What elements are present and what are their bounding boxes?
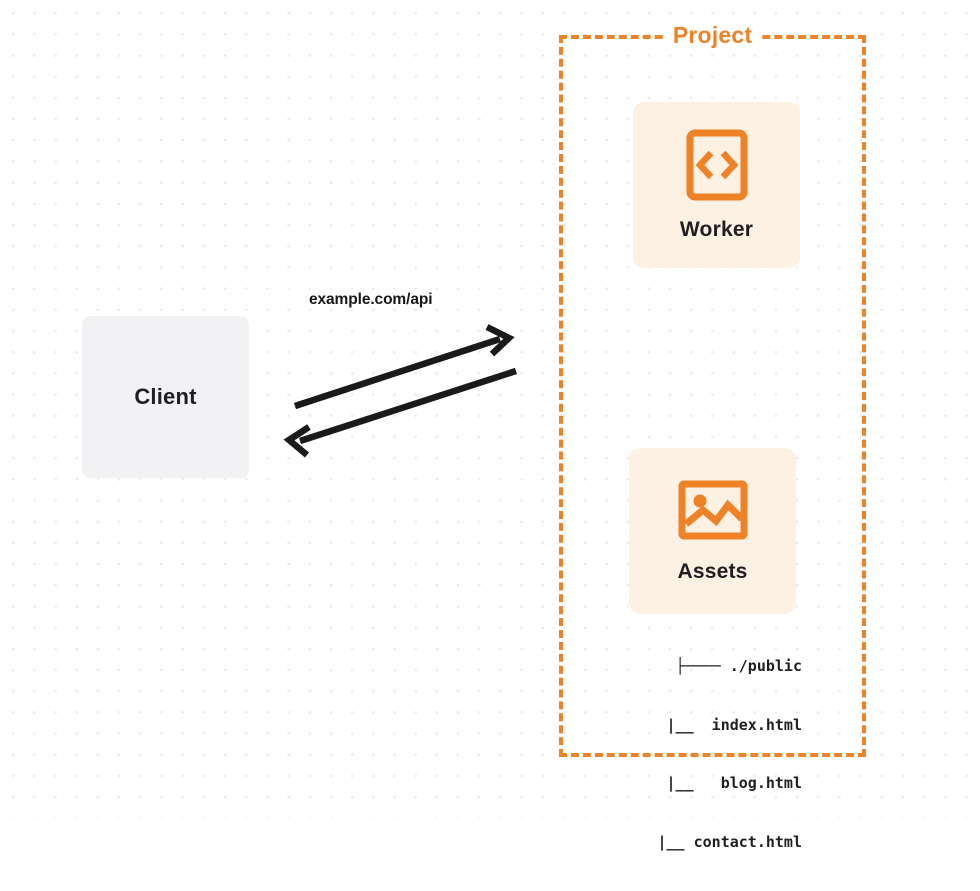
response-arrow [283,367,518,458]
worker-card[interactable]: Worker [633,102,800,268]
tree-row: |__ index.html [666,715,802,734]
tree-row: |__ blog.html [666,774,802,792]
assets-card[interactable]: Assets [629,448,796,614]
image-icon [678,479,748,546]
request-arrow [293,324,515,410]
request-url-label: example.com/api [309,291,433,308]
worker-label: Worker [679,217,754,241]
assets-label: Assets [677,559,748,583]
diagram-canvas: Client example.com/api Project Worker [0,0,980,851]
code-icon [686,129,748,206]
tree-row: ├──── ./public [675,657,802,675]
client-node[interactable]: Client [82,316,249,478]
assets-file-tree: ├──── ./public |__ index.html |__ blog.h… [606,618,803,891]
client-label: Client [134,384,197,409]
project-title: Project [665,22,760,49]
project-container: Project [559,22,866,757]
tree-row: |__ contact.html [657,832,803,851]
